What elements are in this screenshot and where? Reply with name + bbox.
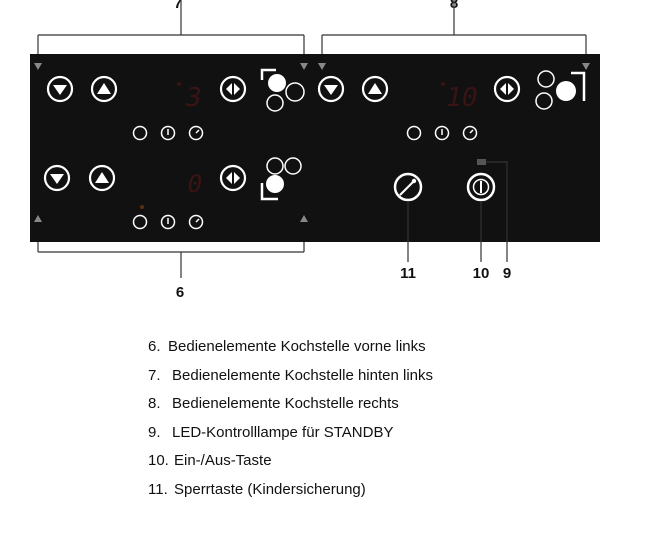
burner-zone-icon-right: [535, 70, 586, 110]
select-button-rear-left[interactable]: [219, 75, 247, 103]
up-button-right[interactable]: [361, 75, 389, 103]
display-front-left: 0: [188, 170, 202, 198]
legend-list: 6.Bedienelemente Kochstelle vorne links …: [148, 336, 433, 508]
legend-text: Ein-/Aus-Taste: [174, 452, 272, 470]
legend-number: 6.: [148, 338, 161, 355]
callout-11-label: 11: [400, 265, 416, 282]
up-button-rear-left[interactable]: [90, 75, 118, 103]
down-button-rear-left[interactable]: [46, 75, 74, 103]
legend-item: 7. Bedienelemente Kochstelle hinten links: [148, 365, 433, 394]
down-button-front-left[interactable]: [43, 164, 71, 192]
display-right: 10: [446, 83, 477, 113]
legend-item: 9. LED-Kontrolllampe für STANDBY: [148, 422, 433, 451]
callout-9-label: 9: [503, 265, 511, 282]
down-arrow-icon: [53, 85, 67, 95]
timer-icons-row1: [132, 125, 204, 141]
legend-item: 10. Ein-/Aus-Taste: [148, 450, 433, 479]
timer-icon: [132, 214, 148, 230]
left-right-arrow-icon: [226, 83, 232, 95]
select-button-right[interactable]: [493, 75, 521, 103]
timer-icons-row2: [132, 205, 204, 230]
legend-item: 6. Bedienelemente Kochstelle vorne links: [148, 336, 433, 365]
callout-6-label: 6: [176, 284, 184, 301]
legend-number: 9.: [148, 423, 161, 441]
display-rear-left: 3: [185, 83, 202, 113]
legend-number: 11.: [148, 480, 168, 498]
callout-7-label: 7: [174, 0, 182, 12]
legend-text: LED-Kontrolllampe für STANDBY: [172, 423, 394, 441]
leader-lines: [407, 161, 508, 262]
legend-text: Sperrtaste (Kindersicherung): [174, 480, 366, 498]
standby-led: [477, 159, 486, 165]
bracket-6: [37, 242, 305, 278]
timer-icon: [406, 125, 422, 141]
bracket-arrowheads: [34, 63, 590, 222]
display-dot: [441, 82, 445, 86]
legend-number: 8.: [148, 395, 161, 413]
left-right-arrow-icon: [226, 172, 232, 184]
up-arrow-icon: [95, 172, 109, 183]
up-arrow-icon: [97, 83, 111, 94]
callout-10-label: 10: [473, 265, 490, 282]
legend-item: 8. Bedienelemente Kochstelle rechts: [148, 393, 433, 422]
display-dot: [177, 82, 181, 86]
burner-zone-icon-rear-left: [260, 68, 305, 112]
cooktop-control-diagram: 7 8 3: [30, 0, 600, 301]
power-button[interactable]: [466, 172, 496, 202]
up-button-front-left[interactable]: [88, 164, 116, 192]
left-right-arrow-icon: [500, 83, 506, 95]
down-arrow-icon: [50, 174, 64, 184]
legend-text: Bedienelemente Kochstelle rechts: [172, 395, 399, 413]
power-icon: [472, 178, 490, 196]
lock-icon: [399, 180, 415, 196]
legend-text: Bedienelemente Kochstelle hinten links: [172, 366, 433, 384]
legend-number: 7.: [148, 366, 161, 384]
legend-text: Bedienelemente Kochstelle vorne links: [168, 338, 426, 355]
up-arrow-icon: [368, 83, 382, 94]
timer-icon: [132, 125, 148, 141]
burner-zone-icon-front-left: [260, 157, 302, 201]
timer-icons-right: [406, 125, 478, 141]
legend-item: 11. Sperrtaste (Kindersicherung): [148, 479, 433, 508]
down-arrow-icon: [324, 85, 338, 95]
down-button-right[interactable]: [317, 75, 345, 103]
lock-button[interactable]: [393, 172, 423, 202]
legend-number: 10.: [148, 452, 169, 470]
select-button-front-left[interactable]: [219, 164, 247, 192]
